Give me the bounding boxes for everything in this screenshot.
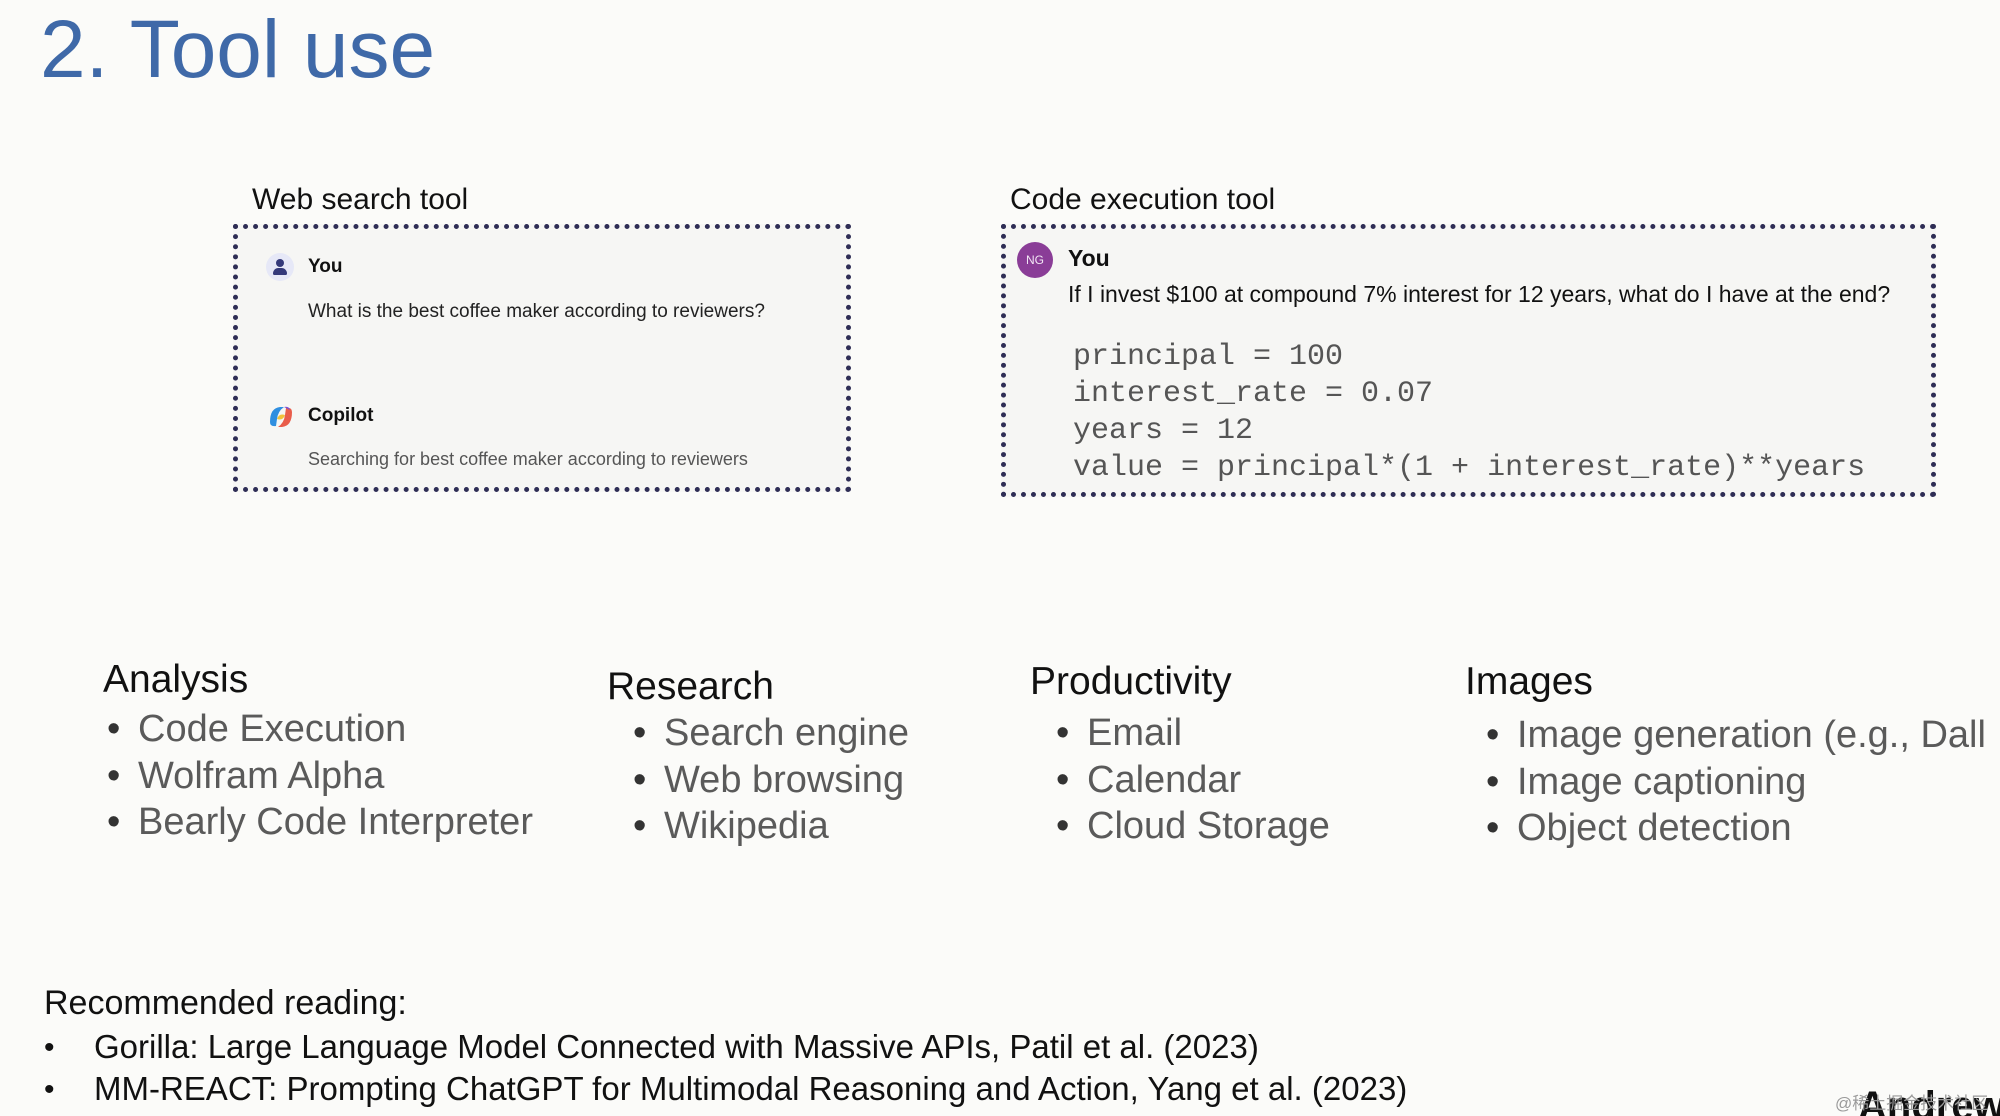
category-list: •Image generation (e.g., Dall •Image cap… xyxy=(1486,712,2000,852)
category-heading: Research xyxy=(607,665,774,708)
list-item: •Object detection xyxy=(1486,807,1792,849)
reading-item: Gorilla: Large Language Model Connected … xyxy=(94,1028,1259,1065)
reading-bullet: • xyxy=(44,1073,55,1106)
slide-title: 2. Tool use xyxy=(40,4,436,95)
category-heading: Productivity xyxy=(1030,660,1232,703)
watermark: @稀土掘金技术社区 xyxy=(1835,1094,1989,1113)
code-line: principal = 100 xyxy=(1073,340,1344,374)
code-exec-user-name: You xyxy=(1068,245,1110,271)
user-icon xyxy=(266,253,294,281)
speaker-name: Andrew xyxy=(1858,1084,2000,1116)
list-item: •Image captioning xyxy=(1486,760,1807,803)
list-item: •Web browsing xyxy=(633,758,905,801)
list-item: •Search engine xyxy=(633,712,910,754)
list-item: •Image generation (e.g., Dall xyxy=(1486,714,1986,756)
category-list: •Email •Calendar •Cloud Storage xyxy=(1056,710,1330,850)
speaker-name-clip: Andrew xyxy=(1858,1084,2000,1116)
copilot-icon xyxy=(270,406,292,427)
user-avatar: NG xyxy=(1017,242,1053,278)
category-list: •Code Execution •Wolfram Alpha •Bearly C… xyxy=(107,706,533,846)
category-images: Images •Image generation (e.g., Dall •Im… xyxy=(1465,660,2000,852)
code-line: years = 12 xyxy=(1073,414,1254,448)
category-research: Research •Search engine •Web browsing •W… xyxy=(607,665,909,850)
web-search-box: You What is the best coffee maker accord… xyxy=(233,224,851,492)
web-search-user-message: What is the best coffee maker according … xyxy=(308,301,765,322)
list-item: •Calendar xyxy=(1056,758,1242,801)
category-heading: Images xyxy=(1465,660,1593,703)
copilot-name: Copilot xyxy=(308,405,374,426)
code-line: interest_rate = 0.07 xyxy=(1073,377,1434,411)
code-exec-tool-label: Code execution tool xyxy=(1010,183,1276,216)
code-line: value = principal*(1 + interest_rate)**y… xyxy=(1073,451,1866,485)
list-item: •Wolfram Alpha xyxy=(107,754,385,797)
category-analysis: Analysis •Code Execution •Wolfram Alpha … xyxy=(103,658,533,846)
list-item: •Cloud Storage xyxy=(1056,805,1330,847)
code-exec-question: If I invest $100 at compound 7% interest… xyxy=(1068,281,1891,307)
category-list: •Search engine •Web browsing •Wikipedia xyxy=(633,710,909,850)
list-item: •Email xyxy=(1056,712,1183,754)
copilot-status: Searching for best coffee maker accordin… xyxy=(308,449,748,469)
list-item: •Code Execution xyxy=(107,708,407,750)
code-block: principal = 100 interest_rate = 0.07 yea… xyxy=(1073,339,1865,487)
list-item: •Bearly Code Interpreter xyxy=(107,801,533,843)
list-item: •Wikipedia xyxy=(633,805,829,847)
web-search-user-name: You xyxy=(308,256,343,277)
category-heading: Analysis xyxy=(103,658,249,701)
reading-bullet: • xyxy=(44,1031,55,1064)
code-exec-box: NG You If I invest $100 at compound 7% i… xyxy=(1001,224,1936,497)
reading-heading: Recommended reading: xyxy=(44,984,407,1022)
reading-item: MM-REACT: Prompting ChatGPT for Multimod… xyxy=(94,1070,1408,1107)
web-search-tool-label: Web search tool xyxy=(252,183,469,216)
category-productivity: Productivity •Email •Calendar •Cloud Sto… xyxy=(1030,660,1330,850)
